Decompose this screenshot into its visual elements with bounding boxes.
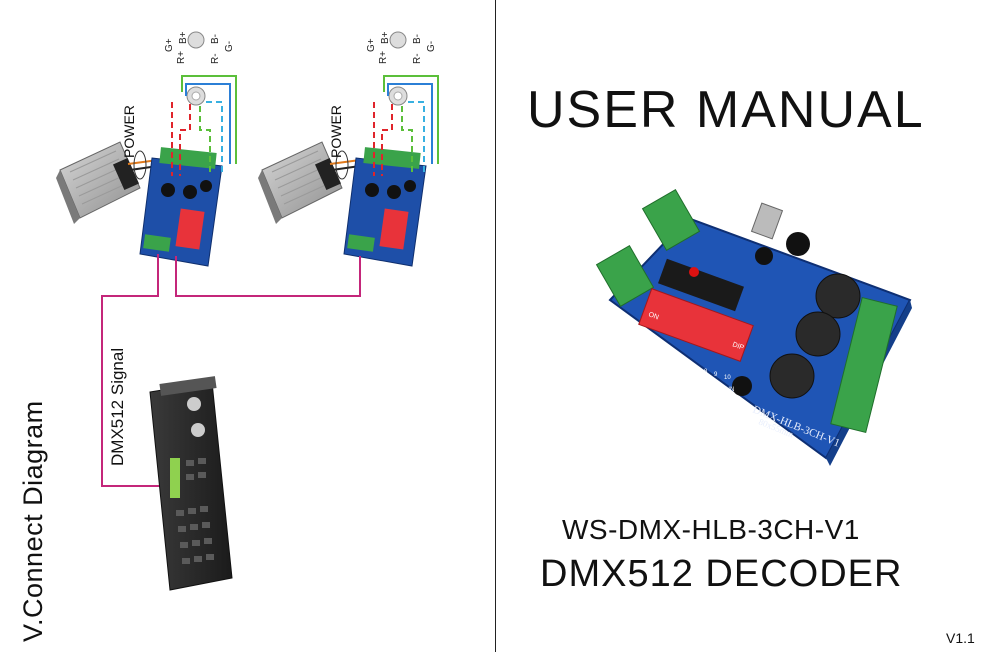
dmx-signal-label: DMX512 Signal	[108, 347, 127, 466]
dip-values: 1 2 4 8 16 32 64 128 256 FUN	[632, 360, 734, 393]
led-1	[186, 31, 206, 106]
dip-value: 2	[642, 363, 646, 369]
power-supply-2	[258, 141, 343, 224]
dip-number: 7	[694, 366, 698, 372]
led-pin-label: R+	[176, 50, 187, 64]
dip-numbers: 1 2 3 4 5 6 7 8 9 10	[634, 348, 731, 381]
rgb-wires-1	[171, 75, 237, 176]
dip-value: FUN	[722, 387, 734, 393]
manual-title: USER MANUAL	[527, 81, 925, 139]
dip-number: 4	[664, 357, 668, 363]
left-page	[0, 0, 495, 652]
led-pin-label: B+	[380, 31, 391, 44]
dip-value: 8	[662, 369, 666, 375]
led-pin-label: B+	[178, 31, 189, 44]
dip-number: 8	[704, 369, 708, 375]
dip-number: 2	[644, 351, 648, 357]
led-pin-label: G-	[224, 40, 235, 52]
dip-value: 128	[702, 381, 713, 387]
decoder-board-2	[343, 147, 427, 267]
dip-number: 10	[724, 375, 731, 381]
product-subtitle: DMX512 DECODER	[540, 553, 903, 595]
dip-number: 6	[684, 363, 688, 369]
led-2	[388, 31, 408, 106]
dip-number: 5	[674, 360, 678, 366]
dip-label: DIP	[731, 341, 745, 352]
dmx-cable	[101, 254, 361, 487]
version-label: V1.1	[946, 630, 975, 646]
led-pin-label: G+	[164, 38, 175, 52]
decoder-board-1	[139, 147, 223, 267]
dip-value: 64	[692, 378, 699, 384]
led-pin-label: R-	[412, 53, 423, 64]
dip-on-label: ON	[647, 311, 659, 321]
dip-number: 9	[714, 372, 718, 378]
led-pin-label: G-	[426, 40, 437, 52]
dmx-console	[149, 376, 233, 591]
led-pin-label: B-	[210, 34, 221, 44]
dip-value: 4	[652, 366, 656, 372]
rgb-wires-2	[373, 75, 439, 176]
led-pin-label: R+	[378, 50, 389, 64]
decoder-board-photo	[595, 189, 912, 466]
dip-number: 1	[634, 348, 638, 354]
power-label: POWER	[121, 105, 137, 158]
dip-value: 16	[672, 372, 679, 378]
power-label: POWER	[328, 105, 344, 158]
power-supply-1	[56, 141, 141, 224]
page-divider	[495, 0, 496, 652]
led-pin-label: G+	[366, 38, 377, 52]
dip-value: 32	[682, 375, 689, 381]
led-pin-label: R-	[210, 53, 221, 64]
connect-diagram-title: V.Connect Diagram	[18, 400, 48, 642]
dip-number: 3	[654, 354, 658, 360]
dip-value: 1	[632, 360, 636, 366]
led-pin-label: B-	[412, 34, 423, 44]
model-number: WS-DMX-HLB-3CH-V1	[562, 514, 860, 545]
dip-value: 256	[712, 384, 723, 390]
